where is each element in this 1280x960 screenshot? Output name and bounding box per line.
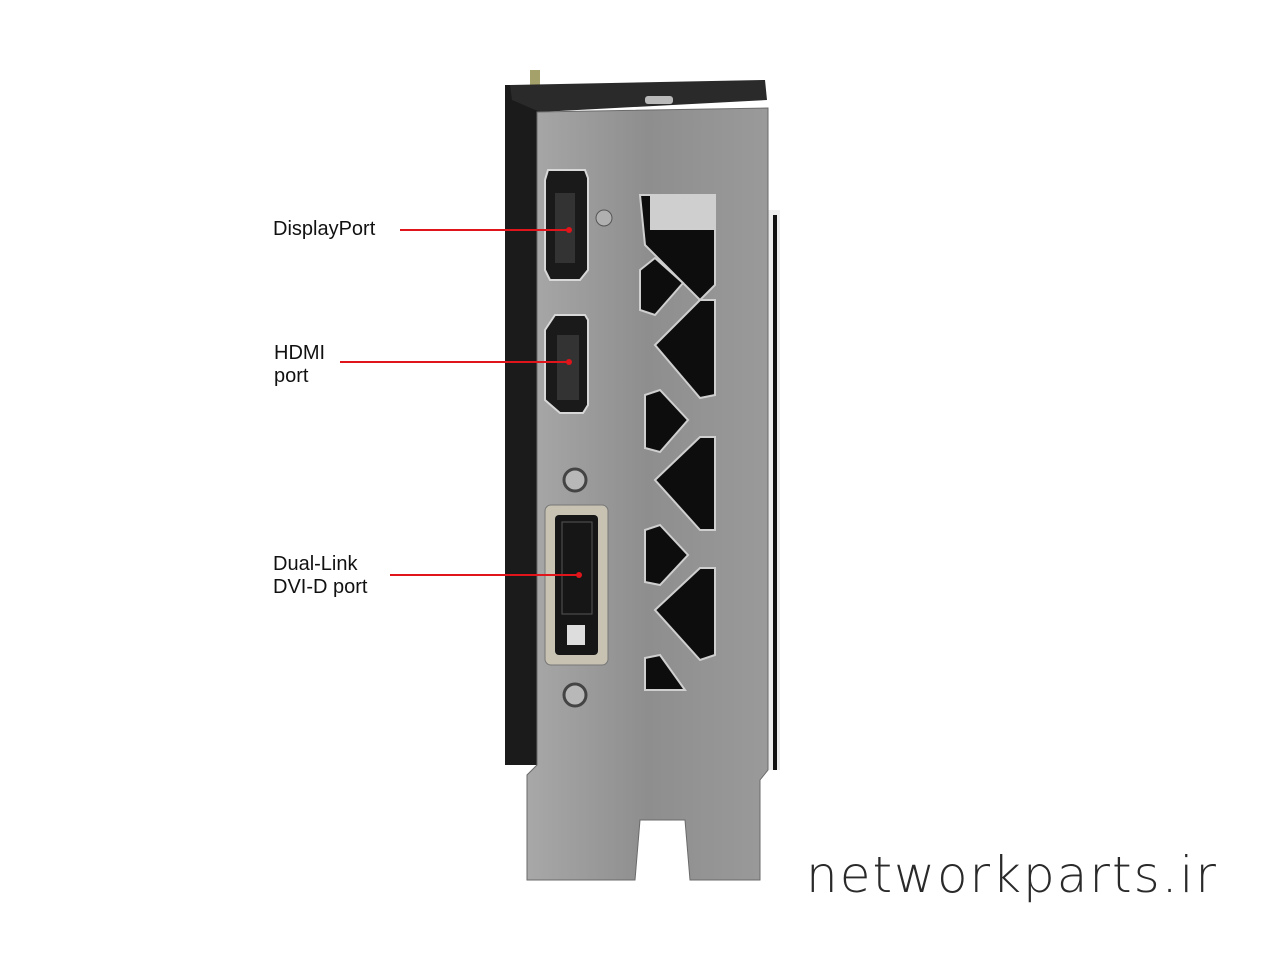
bracket-top-flange: [510, 80, 767, 112]
watermark: networkparts.ir: [806, 846, 1218, 904]
pcb-edge: [505, 85, 540, 765]
hdmi-label-line1: HDMI: [274, 342, 326, 364]
hdmi-label: HDMI port: [274, 342, 325, 388]
vent-cutouts: [638, 194, 716, 691]
displayport-label-line1: DisplayPort: [273, 218, 376, 240]
dvi-label-line2: DVI-D port: [273, 576, 368, 598]
dvi-label: Dual-Link DVI-D port: [273, 553, 367, 599]
callout-lines: [340, 227, 582, 578]
hdmi-connector: [544, 314, 589, 414]
displayport-connector: [544, 169, 613, 281]
hdmi-label-line2: port: [274, 365, 309, 387]
dvi-connector: [544, 467, 609, 708]
displayport-label: DisplayPort: [273, 218, 375, 241]
dvi-label-line1: Dual-Link: [273, 553, 358, 575]
